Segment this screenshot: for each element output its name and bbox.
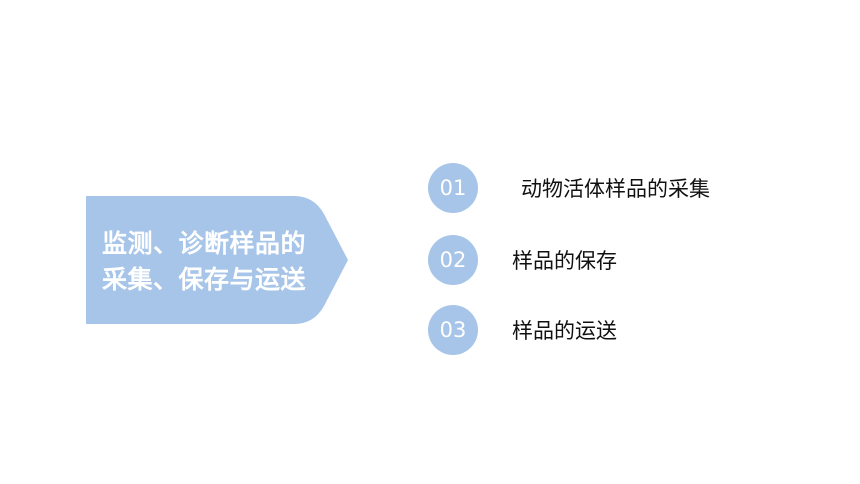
title-banner: 监测、诊断样品的 采集、保存与运送 bbox=[86, 196, 348, 324]
item-number-3: 03 bbox=[428, 305, 478, 355]
list-item-3: 03 样品的运送 bbox=[428, 305, 728, 355]
list-item-1: 01 动物活体样品的采集 bbox=[428, 163, 768, 213]
item-label-1: 动物活体样品的采集 bbox=[521, 177, 710, 201]
item-label-2: 样品的保存 bbox=[512, 249, 617, 273]
title-line-2: 采集、保存与运送 bbox=[102, 265, 307, 294]
item-number-2: 02 bbox=[428, 235, 478, 285]
title-banner-shape bbox=[86, 196, 348, 324]
page-title: 监测、诊断样品的 采集、保存与运送 bbox=[102, 226, 342, 298]
item-number-1: 01 bbox=[428, 163, 478, 213]
title-line-1: 监测、诊断样品的 bbox=[102, 229, 307, 258]
list-item-2: 02 样品的保存 bbox=[428, 235, 728, 285]
item-label-3: 样品的运送 bbox=[512, 319, 617, 343]
